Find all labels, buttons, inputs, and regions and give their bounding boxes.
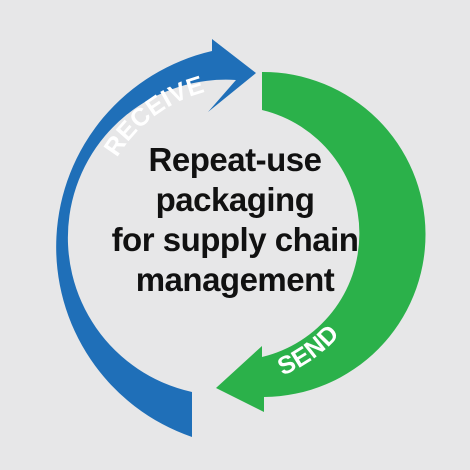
caption-line: for supply chain bbox=[111, 221, 359, 258]
center-caption: Repeat-use packaging for supply chain ma… bbox=[95, 140, 375, 300]
caption-line: packaging bbox=[155, 181, 315, 218]
send-arrow bbox=[216, 71, 426, 412]
caption-line: Repeat-use bbox=[148, 141, 322, 178]
caption-line: management bbox=[135, 261, 335, 298]
receive-arrow bbox=[56, 39, 256, 437]
